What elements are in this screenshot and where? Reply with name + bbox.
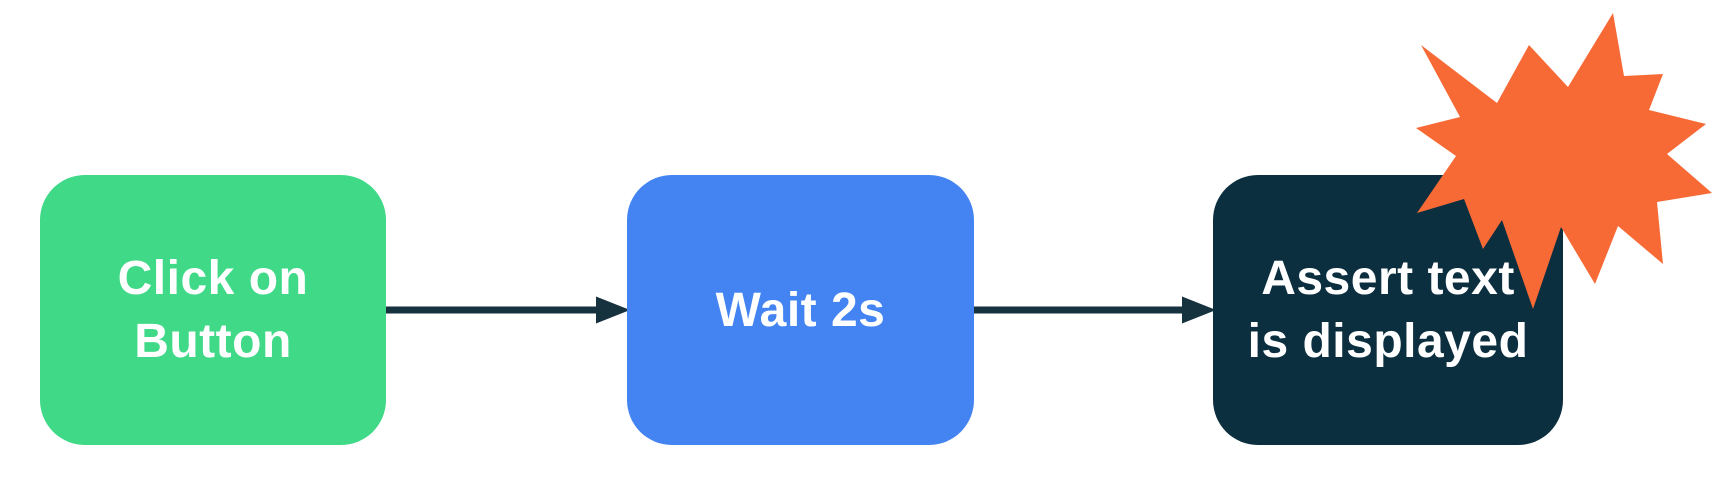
connector-arrowhead-icon [596,296,630,324]
step-node-click-on-button[interactable]: Click on Button [40,175,386,445]
connector-arrow-1 [386,296,630,324]
step-label: Click on Button [117,252,309,368]
connector-arrow-2 [974,296,1216,324]
starburst-shape [1416,13,1712,309]
step-node-wait[interactable]: Wait 2s [627,175,974,445]
connector-arrowhead-icon [1182,296,1216,324]
explosion-starburst-icon [1416,13,1712,309]
step-label: Wait 2s [715,283,886,337]
step-label: Assert text is displayed [1247,252,1529,368]
